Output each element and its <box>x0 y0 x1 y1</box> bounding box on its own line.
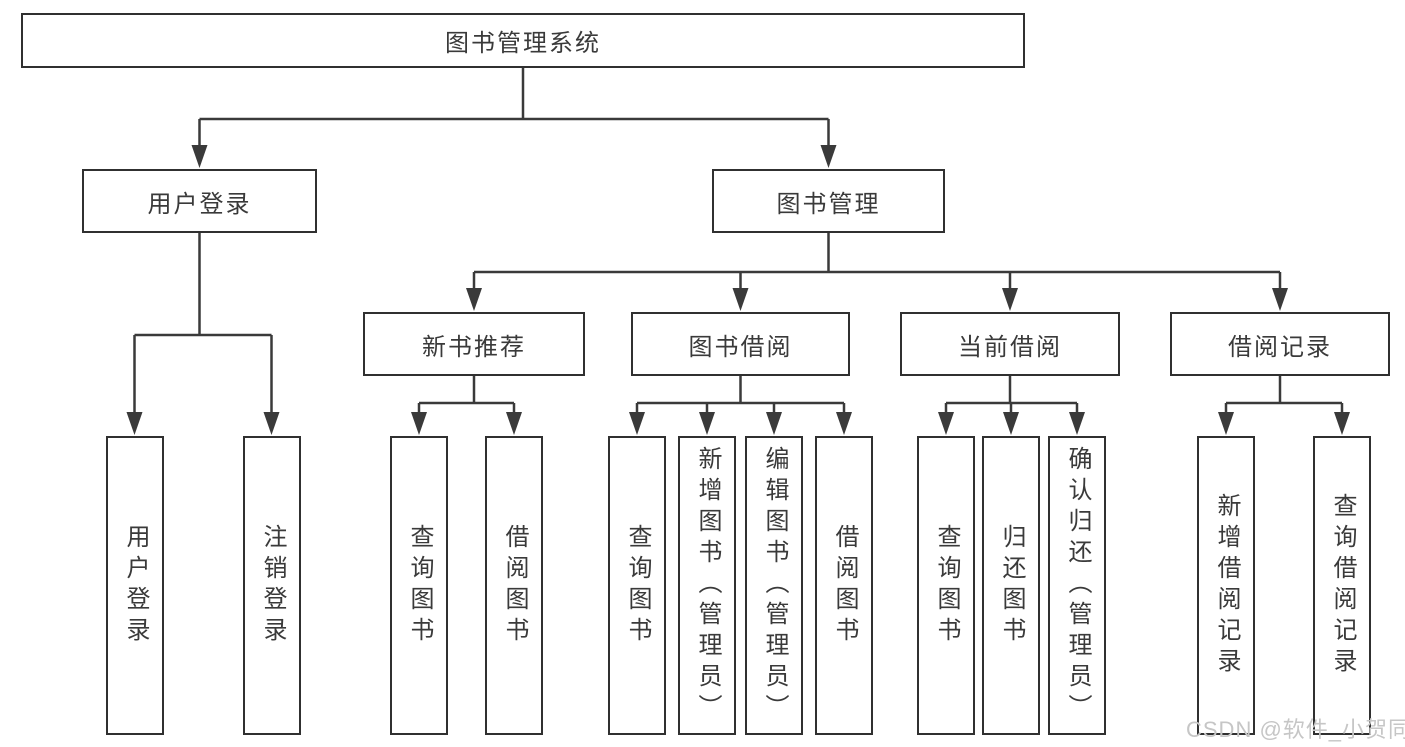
leaf-confirm-return-admin-label: 确认归还（管理员） <box>1064 446 1091 725</box>
arrow-down-marker <box>836 412 852 435</box>
arrow-down-marker <box>1002 288 1018 311</box>
arrow-down-marker <box>126 412 143 435</box>
leaf-borrow-books-recommend-label: 借阅图书 <box>501 523 528 648</box>
node-user-login-branch: 用户登录 <box>82 169 317 233</box>
node-book-management-branch-label: 图书管理 <box>776 190 881 218</box>
leaf-logout: 注销登录 <box>243 436 301 735</box>
arrow-down-marker <box>506 412 522 435</box>
leaf-edit-book-admin-label: 编辑图书（管理员） <box>761 446 788 725</box>
arrowheads <box>126 145 1350 435</box>
arrow-down-marker <box>263 412 280 435</box>
node-new-book-recommend-label: 新书推荐 <box>422 333 526 361</box>
leaf-edit-book-admin: 编辑图书（管理员） <box>745 436 803 735</box>
node-root: 图书管理系统 <box>21 13 1025 68</box>
arrow-down-marker <box>1003 412 1019 435</box>
node-current-borrow: 当前借阅 <box>900 312 1120 376</box>
leaf-return-book-label: 归还图书 <box>998 523 1025 648</box>
leaf-query-borrow-record: 查询借阅记录 <box>1313 436 1371 735</box>
arrow-down-marker <box>1069 412 1085 435</box>
arrow-down-marker <box>938 412 954 435</box>
arrow-down-marker <box>191 145 208 168</box>
leaf-confirm-return-admin: 确认归还（管理员） <box>1048 436 1106 735</box>
node-current-borrow-label: 当前借阅 <box>958 333 1062 361</box>
arrow-down-marker <box>1272 288 1288 311</box>
arrow-down-marker <box>732 288 749 311</box>
leaf-query-borrow-record-label: 查询借阅记录 <box>1329 492 1356 679</box>
node-borrow-records-label: 借阅记录 <box>1228 333 1332 361</box>
node-book-borrow-label: 图书借阅 <box>688 333 793 361</box>
csdn-watermark: CSDN @软件_小贺同学 <box>1186 717 1405 742</box>
arrow-down-marker <box>1218 412 1234 435</box>
leaf-query-books-recommend: 查询图书 <box>390 436 448 735</box>
node-new-book-recommend: 新书推荐 <box>363 312 585 376</box>
node-root-label: 图书管理系统 <box>445 30 601 57</box>
arrow-down-marker <box>820 145 837 168</box>
leaf-query-books-recommend-label: 查询图书 <box>406 523 433 648</box>
connector-book-management-branch <box>472 233 1282 292</box>
leaf-add-book-admin: 新增图书（管理员） <box>678 436 736 735</box>
leaf-query-books-current: 查询图书 <box>917 436 975 735</box>
arrow-down-marker <box>411 412 427 435</box>
node-book-borrow: 图书借阅 <box>631 312 850 376</box>
connector-book-borrow <box>635 376 846 416</box>
connector-current-borrow <box>944 376 1079 416</box>
arrow-down-marker <box>466 288 482 311</box>
leaf-return-book: 归还图书 <box>982 436 1040 735</box>
arrow-down-marker <box>766 412 782 435</box>
leaf-query-books-borrow: 查询图书 <box>608 436 666 735</box>
leaf-borrow-books-recommend: 借阅图书 <box>485 436 543 735</box>
node-book-management-branch: 图书管理 <box>712 169 945 233</box>
leaf-user-login-label: 用户登录 <box>122 523 149 648</box>
leaf-borrow-books-label: 借阅图书 <box>831 523 858 648</box>
leaf-query-books-borrow-label: 查询图书 <box>624 523 651 648</box>
arrow-down-marker <box>629 412 645 435</box>
leaf-query-books-current-label: 查询图书 <box>933 523 960 648</box>
node-borrow-records: 借阅记录 <box>1170 312 1390 376</box>
connector-user-login-branch <box>133 233 273 416</box>
leaf-logout-label: 注销登录 <box>259 523 286 648</box>
connector-new-book-recommend <box>417 376 516 416</box>
connector-borrow-records <box>1224 376 1344 416</box>
leaf-user-login: 用户登录 <box>106 436 164 735</box>
leaf-add-book-admin-label: 新增图书（管理员） <box>694 446 721 725</box>
leaf-borrow-books: 借阅图书 <box>815 436 873 735</box>
leaf-add-borrow-record-label: 新增借阅记录 <box>1213 492 1240 679</box>
arrow-down-marker <box>699 412 715 435</box>
node-user-login-branch-label: 用户登录 <box>147 190 252 218</box>
connector-root <box>198 68 830 150</box>
arrow-down-marker <box>1334 412 1350 435</box>
leaf-add-borrow-record: 新增借阅记录 <box>1197 436 1255 735</box>
